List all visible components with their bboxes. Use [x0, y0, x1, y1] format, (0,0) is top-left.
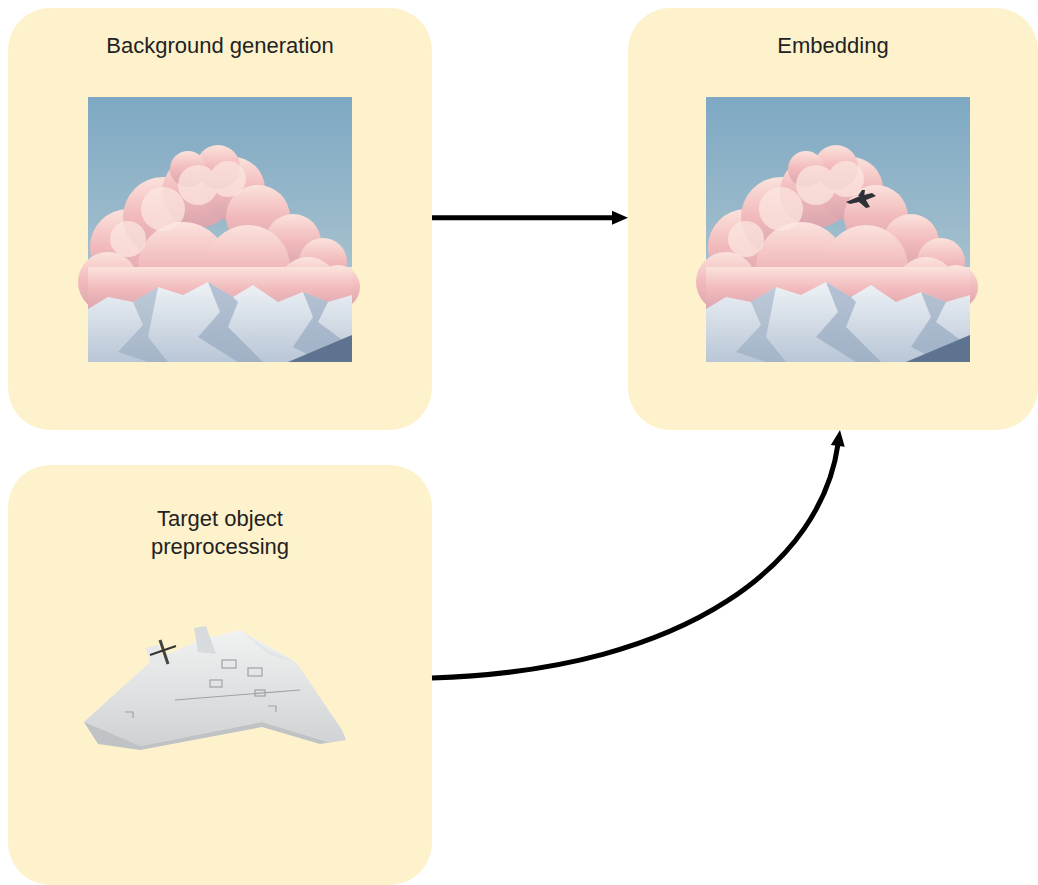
- step-title: Embedding: [648, 32, 1018, 60]
- flow-arrow: [432, 211, 628, 225]
- embedded-drone: [846, 190, 876, 208]
- flow-arrow: [432, 430, 845, 678]
- arrow-line: [432, 215, 614, 220]
- arrow-head: [612, 211, 628, 225]
- arrow-head: [831, 430, 845, 447]
- embedded-image: [696, 97, 978, 362]
- step-title: Target object preprocessing: [100, 505, 340, 561]
- step-title: Background generation: [30, 32, 410, 60]
- arrow-line: [432, 444, 838, 678]
- background-image: [78, 97, 360, 362]
